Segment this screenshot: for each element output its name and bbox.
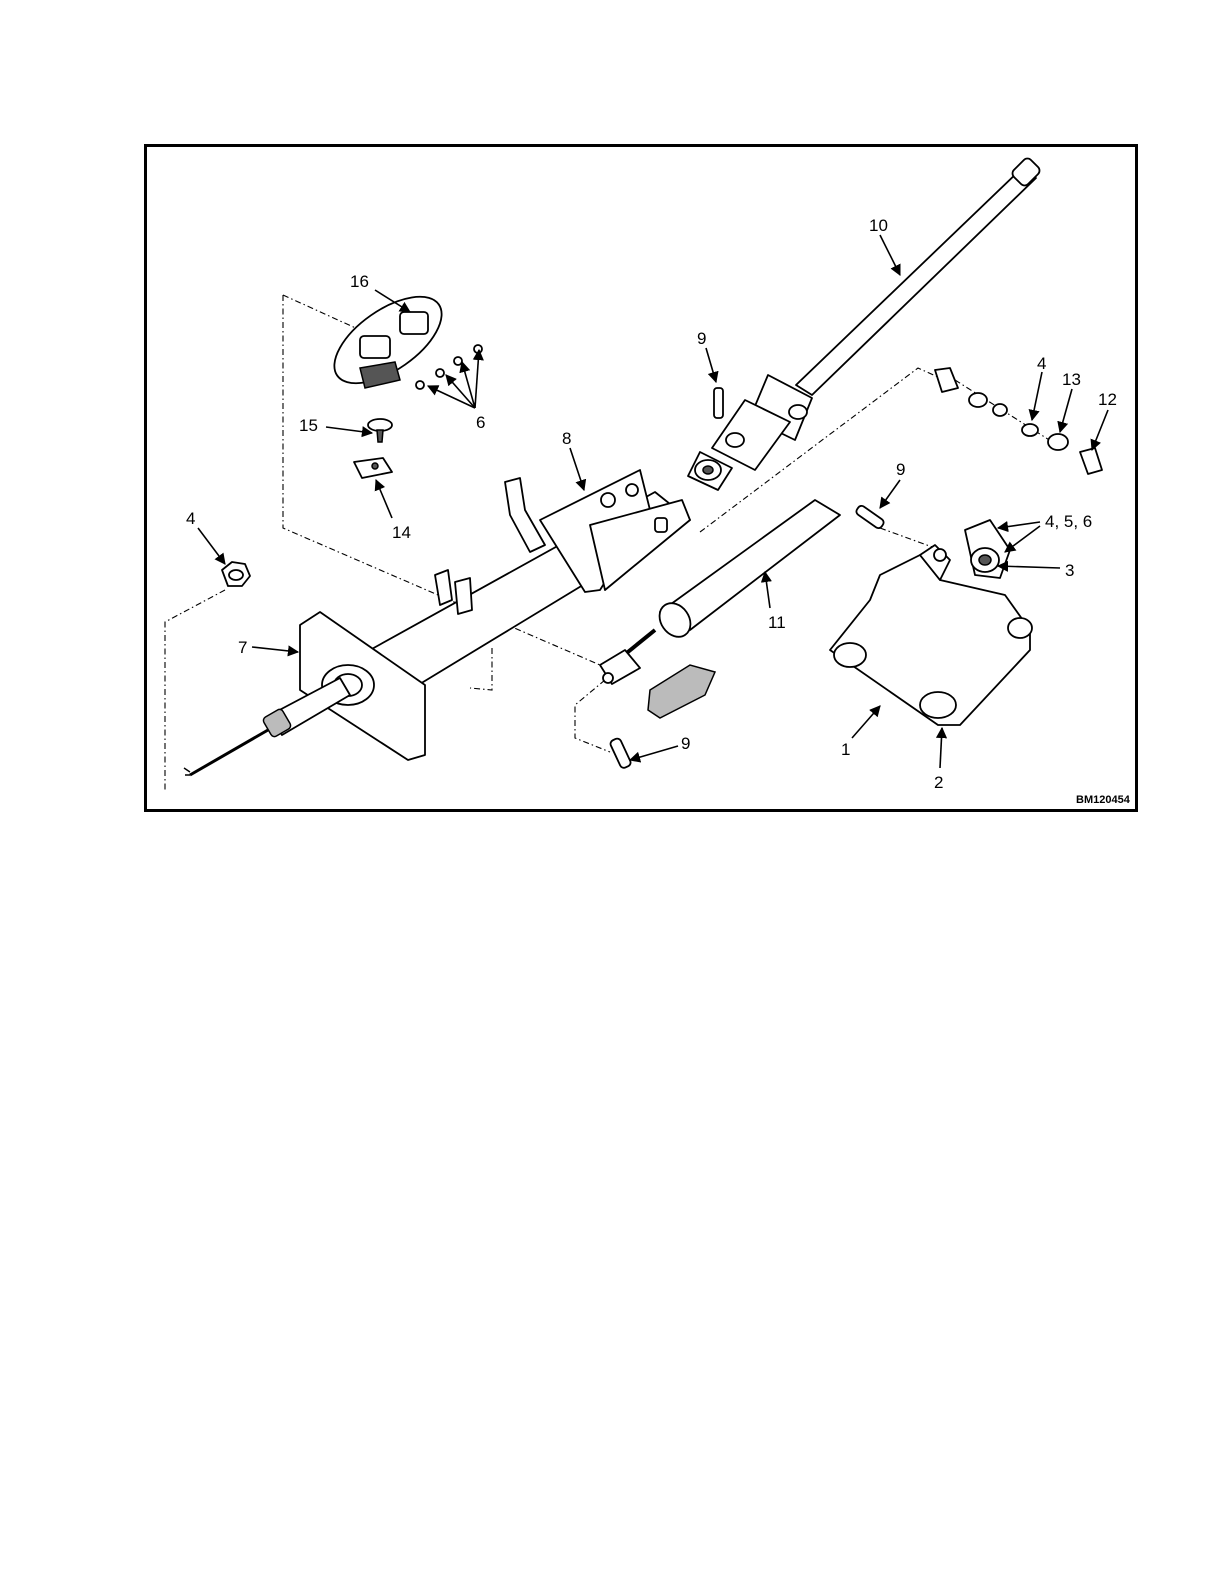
callout-6: 6 bbox=[476, 413, 485, 432]
mounting-bracket bbox=[830, 520, 1032, 725]
clip bbox=[354, 458, 392, 478]
screws bbox=[416, 345, 482, 389]
steering-shaft bbox=[688, 156, 1042, 490]
callout-15: 15 bbox=[299, 416, 318, 435]
callout-10: 10 bbox=[869, 216, 888, 235]
callout-14: 14 bbox=[392, 523, 411, 542]
roll-pin-bottom bbox=[609, 737, 632, 769]
callout-13: 13 bbox=[1062, 370, 1081, 389]
callout-16: 16 bbox=[350, 272, 369, 291]
steering-column-assembly bbox=[184, 470, 690, 775]
callout-12: 12 bbox=[1098, 390, 1117, 409]
callout-9-bottom: 9 bbox=[681, 734, 690, 753]
callout-2: 2 bbox=[934, 773, 943, 792]
callout-7: 7 bbox=[238, 638, 247, 657]
roll-pin-top bbox=[714, 388, 723, 418]
callout-1: 1 bbox=[841, 740, 850, 759]
callout-9-top: 9 bbox=[697, 329, 706, 348]
callout-9-middle: 9 bbox=[896, 460, 905, 479]
hex-nut-left bbox=[222, 562, 250, 586]
rivet bbox=[368, 419, 392, 442]
callout-3: 3 bbox=[1065, 561, 1074, 580]
figure-id: BM120454 bbox=[1076, 794, 1131, 806]
callout-4-left: 4 bbox=[186, 509, 195, 528]
callout-4-5-6: 4, 5, 6 bbox=[1045, 512, 1092, 531]
callout-8: 8 bbox=[562, 429, 571, 448]
callout-11: 11 bbox=[768, 613, 786, 632]
callout-4-right: 4 bbox=[1037, 354, 1046, 373]
